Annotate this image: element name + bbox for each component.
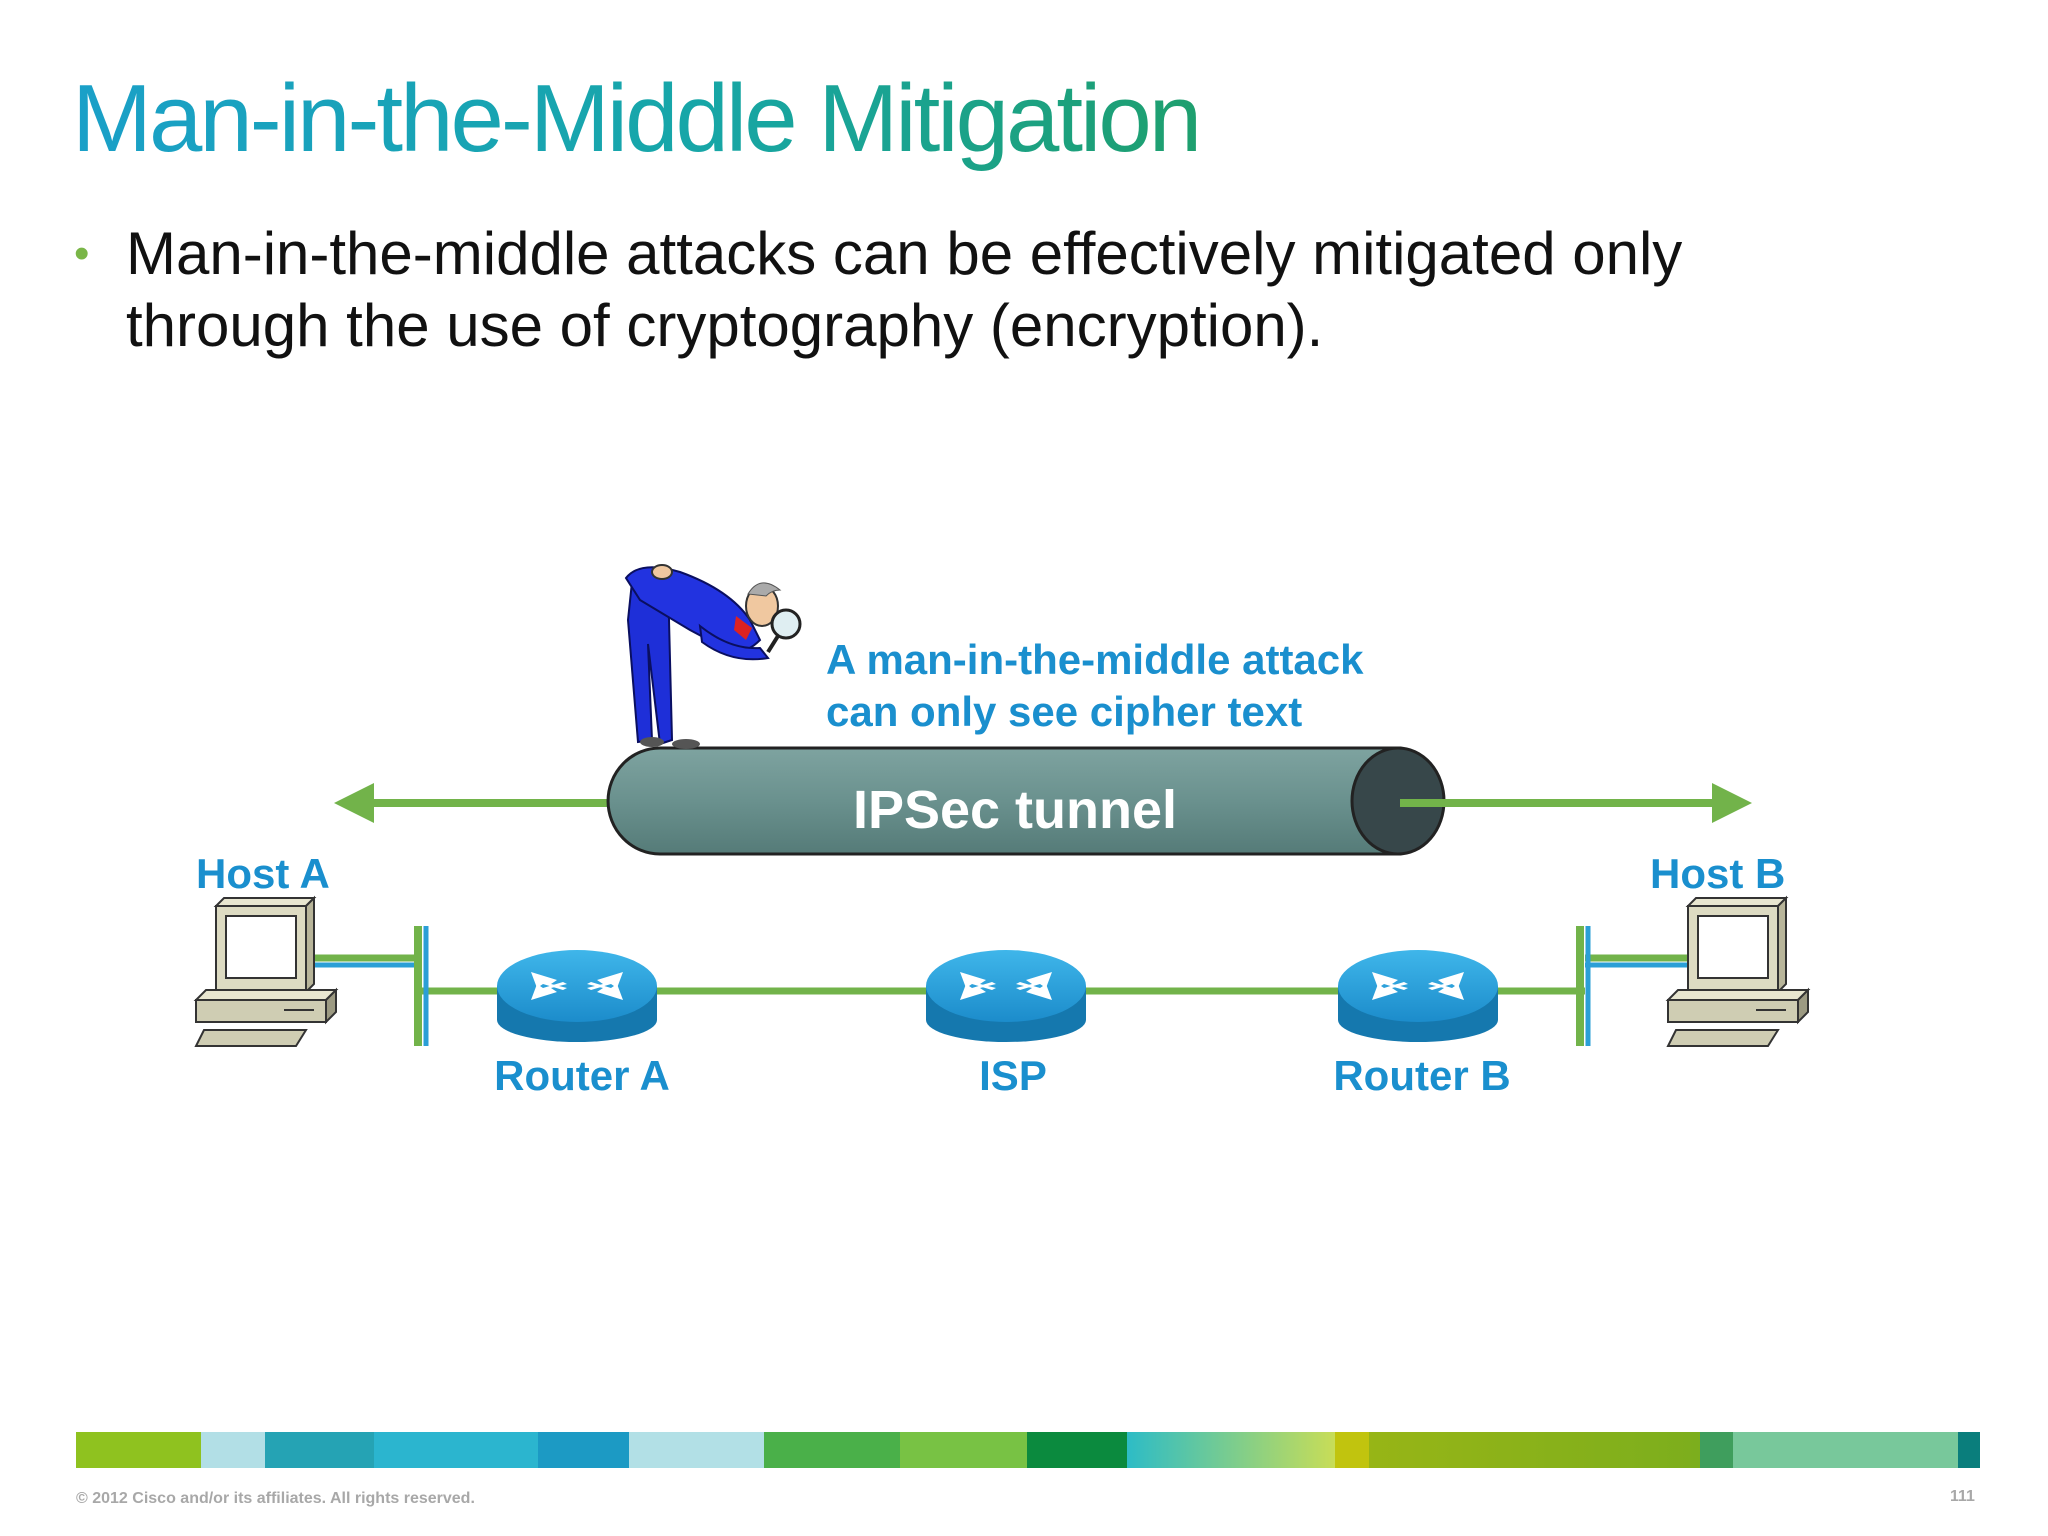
router-b-icon <box>1338 950 1498 1042</box>
page-number: 111 <box>1950 1488 1975 1505</box>
host-b-ethernet-segment <box>1576 926 1700 1046</box>
arrow-left-icon <box>334 783 620 823</box>
bullet-item: • Man-in-the-middle attacks can be effec… <box>74 218 1874 362</box>
arrow-right-icon <box>1400 783 1752 823</box>
host-b-label: Host B <box>1650 850 1785 897</box>
isp-router-icon <box>926 950 1086 1042</box>
router-a-label: Router A <box>494 1052 670 1099</box>
ipsec-tunnel <box>606 746 1446 856</box>
host-a-label: Host A <box>196 850 330 897</box>
footer-color-bar <box>76 1432 1981 1468</box>
host-a-ethernet-segment <box>300 926 429 1046</box>
bullet-text: Man-in-the-middle attacks can be effecti… <box>126 220 1683 359</box>
isp-label: ISP <box>979 1052 1047 1099</box>
router-a-icon <box>497 950 657 1042</box>
attack-caption-line1: A man-in-the-middle attack <box>826 636 1364 683</box>
router-b-label: Router B <box>1333 1052 1510 1099</box>
bullet-icon: • <box>74 229 90 278</box>
host-a-computer-icon <box>193 895 339 1047</box>
eavesdropper-figure <box>624 564 802 749</box>
host-b-computer-icon <box>1665 895 1811 1047</box>
attack-caption-line2: can only see cipher text <box>826 688 1302 735</box>
slide-title: Man-in-the-Middle Mitigation <box>72 65 1202 172</box>
tunnel-label: IPSec tunnel <box>853 780 1177 840</box>
copyright-notice: © 2012 Cisco and/or its affiliates. All … <box>76 1490 475 1507</box>
